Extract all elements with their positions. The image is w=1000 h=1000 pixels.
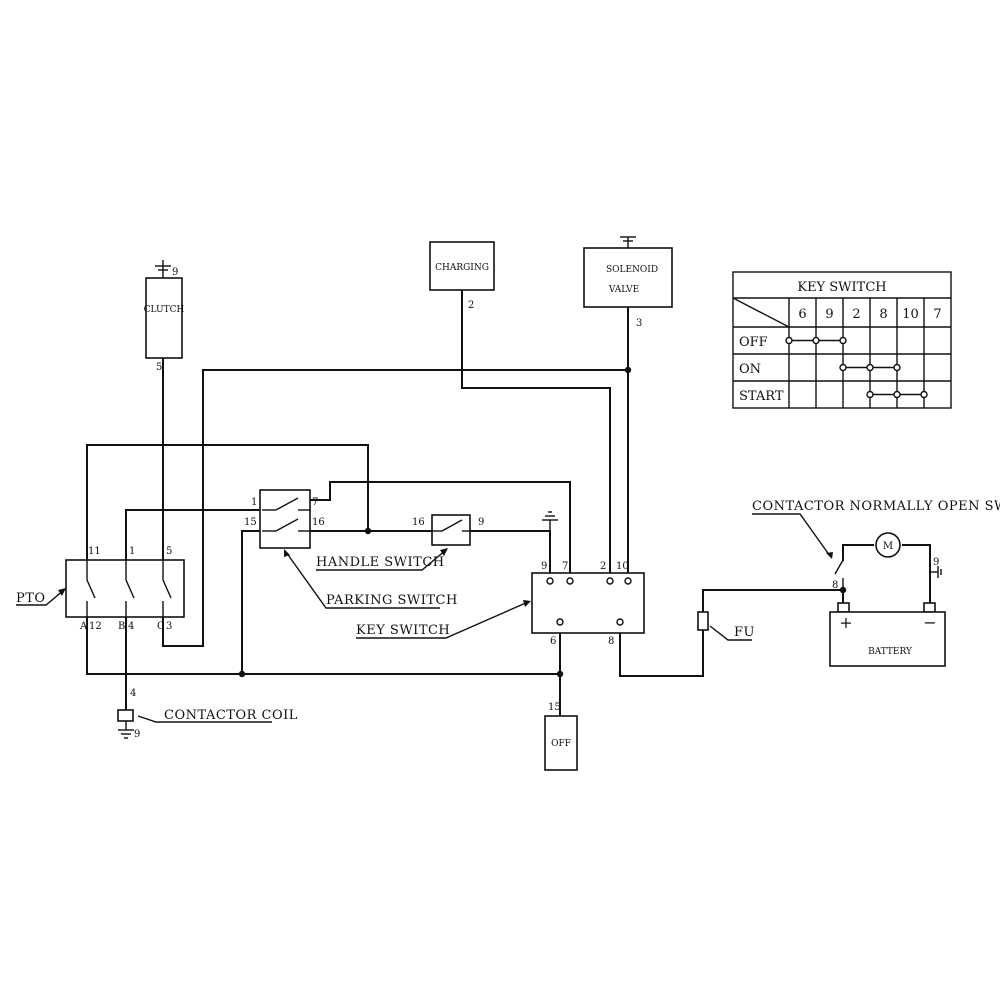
parking-terminal-15: 15 <box>244 517 257 528</box>
parking-terminal-7: 7 <box>312 497 318 508</box>
battery-component: + − BATTERY <box>829 602 946 667</box>
key-terminal-8: 8 <box>608 636 614 647</box>
key-table-row-label: START <box>739 389 784 404</box>
pto-terminal-11: 11 <box>88 546 101 557</box>
solenoid-valve-component: SOLENOID VALVE 3 <box>583 236 673 329</box>
charging-label: CHARGING <box>435 263 489 273</box>
battery-label: BATTERY <box>868 647 913 657</box>
fuse-component <box>697 611 709 631</box>
key-terminal-10: 10 <box>616 561 629 572</box>
pto-switch: 11 1 5 A 12 B 4 C 3 <box>65 546 185 632</box>
key-switch-label: KEY SWITCH <box>356 623 450 638</box>
key-table-col-header: 10 <box>902 307 919 322</box>
clutch-label: CLUTCH <box>144 305 185 315</box>
wire-num-clutch-out: 5 <box>156 362 162 373</box>
motor-label: M <box>883 541 893 552</box>
key-table-col-header: 6 <box>798 307 806 322</box>
pto-terminal-1: 1 <box>129 546 135 557</box>
parking-terminal-1: 1 <box>251 497 257 508</box>
parking-switch-label-group: PARKING SWITCH <box>284 549 458 609</box>
clutch-component: CLUTCH 9 5 <box>144 260 185 373</box>
key-table-connection-node <box>812 336 820 345</box>
key-table-col-header: 7 <box>933 307 941 322</box>
ground-icon <box>542 511 558 531</box>
pto-terminal-3: 3 <box>166 621 172 632</box>
wire-num-clutch-gnd: 9 <box>172 267 178 278</box>
contactor-terminal-8: 8 <box>832 580 838 591</box>
key-table-row-label: ON <box>739 362 761 377</box>
junction-dots <box>238 366 847 678</box>
contactor-coil-label-group: CONTACTOR COIL <box>137 708 298 723</box>
off-label: OFF <box>551 739 571 749</box>
pto-terminal-12: 12 <box>89 621 102 632</box>
pto-label-group: PTO <box>16 588 66 606</box>
key-table-connection-node <box>866 390 874 399</box>
key-table-col-header: 2 <box>852 307 860 322</box>
parking-switch: 1 7 15 16 <box>244 489 325 549</box>
pto-terminal-a: A <box>79 621 88 632</box>
key-table-col-header: 9 <box>825 307 833 322</box>
pto-terminal-4: 4 <box>128 621 134 632</box>
battery-plus-label: + <box>839 613 852 632</box>
key-table-connection-node <box>866 363 874 372</box>
key-terminal-7: 7 <box>562 561 568 572</box>
handle-switch-label-group: HANDLE SWITCH <box>316 548 448 571</box>
off-component: OFF 15 <box>544 702 578 771</box>
pto-terminal-c: C <box>157 621 165 632</box>
key-table-connection-node <box>920 390 928 399</box>
wire-num-solenoid: 3 <box>636 318 642 329</box>
solenoid-valve-label: VALVE <box>608 285 639 295</box>
motor-terminal-9: 9 <box>933 557 939 568</box>
contactor-switch-label-group: CONTACTOR NORMALLY OPEN SWITCH <box>752 499 1000 559</box>
parking-switch-label: PARKING SWITCH <box>326 593 458 608</box>
contactor-normally-open-switch: 8 <box>832 559 844 591</box>
key-switch-component: 9 7 2 10 6 8 <box>531 561 645 647</box>
handle-switch-label: HANDLE SWITCH <box>316 555 445 570</box>
key-terminal-6: 6 <box>550 636 556 647</box>
solenoid-label: SOLENOID <box>606 265 658 275</box>
key-terminal-9: 9 <box>541 561 547 572</box>
handle-terminal-9: 9 <box>478 517 484 528</box>
key-table-connection-node <box>839 363 847 372</box>
pto-terminal-b: B <box>118 621 125 632</box>
contactor-coil-label: CONTACTOR COIL <box>164 708 298 723</box>
coil-terminal-9: 9 <box>134 729 140 740</box>
contactor-coil: 4 9 <box>117 688 140 740</box>
key-table-row-label: OFF <box>739 335 768 350</box>
key-switch-label-group: KEY SWITCH <box>356 600 531 639</box>
pto-terminal-5: 5 <box>166 546 172 557</box>
key-table-connection-node <box>839 336 847 345</box>
key-table-col-header: 8 <box>879 307 887 322</box>
contactor-switch-label: CONTACTOR NORMALLY OPEN SWITCH <box>752 499 1000 514</box>
battery-minus-label: − <box>923 613 936 632</box>
fuse-label-group: FU <box>709 625 755 641</box>
key-table-connection-node <box>893 390 901 399</box>
motor-component: M 9 <box>875 532 942 578</box>
handle-switch: 16 9 <box>412 514 484 546</box>
wire-num-charging: 2 <box>468 300 474 311</box>
off-terminal-15: 15 <box>548 702 561 713</box>
parking-terminal-16: 16 <box>312 517 325 528</box>
key-table-connection-node <box>785 336 793 345</box>
key-table-connection-node <box>893 363 901 372</box>
coil-terminal-4: 4 <box>130 688 136 699</box>
charging-component: CHARGING 2 <box>429 241 495 311</box>
handle-terminal-16: 16 <box>412 517 425 528</box>
key-table-title: KEY SWITCH <box>797 280 886 295</box>
pto-label: PTO <box>16 591 46 606</box>
fuse-label: FU <box>734 625 755 640</box>
key-terminal-2: 2 <box>600 561 606 572</box>
